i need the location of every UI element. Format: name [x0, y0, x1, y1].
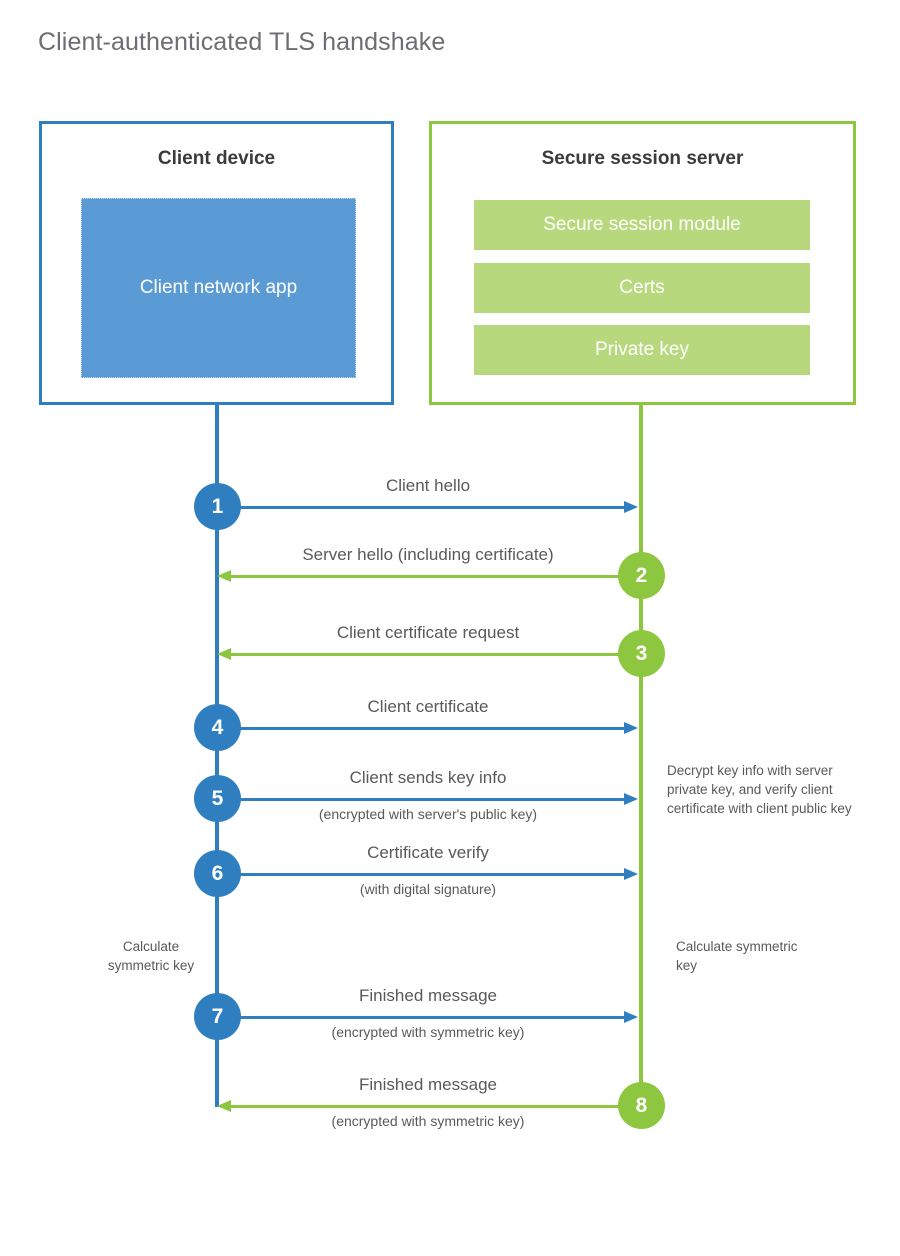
arrow-line-7 — [217, 1016, 624, 1019]
client-device-box: Client device Client network app — [39, 121, 394, 405]
arrow-head-right-icon — [624, 722, 638, 734]
arrow-head-right-icon — [624, 793, 638, 805]
message-label-8: Finished message — [359, 1075, 497, 1094]
arrow-head-right-icon — [624, 1011, 638, 1023]
arrow-head-right-icon — [624, 868, 638, 880]
step-circle-7[interactable]: 7 — [194, 993, 241, 1040]
secure-session-server-title: Secure session server — [541, 148, 744, 169]
arrow-line-8 — [231, 1105, 641, 1108]
message-label-5: Client sends key info — [349, 768, 507, 787]
decrypt-key-info-note: Decrypt key info with server private key… — [667, 763, 852, 817]
message-sublabel-7: (encrypted with symmetric key) — [331, 1024, 525, 1040]
message-sublabel-8: (encrypted with symmetric key) — [331, 1113, 525, 1129]
step-circle-2[interactable]: 2 — [618, 552, 665, 599]
arrow-head-right-icon — [624, 501, 638, 513]
server-bar-certs: Certs — [474, 263, 810, 313]
step-circle-4[interactable]: 4 — [194, 704, 241, 751]
step-circle-8[interactable]: 8 — [618, 1082, 665, 1129]
server-bar-secure-session-module: Secure session module — [474, 200, 810, 250]
message-sublabel-6: (with digital signature) — [359, 881, 497, 897]
arrow-line-6 — [217, 873, 624, 876]
arrow-line-3 — [231, 653, 641, 656]
arrow-head-left-icon — [217, 570, 231, 582]
step-circle-3[interactable]: 3 — [618, 630, 665, 677]
message-label-6: Certificate verify — [367, 843, 489, 862]
client-device-title: Client device — [157, 148, 276, 169]
message-label-2: Server hello (including certificate) — [302, 545, 554, 564]
message-label-3: Client certificate request — [336, 623, 520, 642]
page-title: Client-authenticated TLS handshake — [38, 28, 446, 56]
server-lifeline — [639, 405, 643, 1105]
step-circle-1[interactable]: 1 — [194, 483, 241, 530]
arrow-line-2 — [231, 575, 641, 578]
message-label-4: Client certificate — [367, 697, 489, 716]
server-bar-private-key: Private key — [474, 325, 810, 375]
arrow-head-left-icon — [217, 648, 231, 660]
secure-session-server-box: Secure session server Secure session mod… — [429, 121, 856, 405]
arrow-line-1 — [217, 506, 624, 509]
calculate-symmetric-key-client-note: Calculate symmetric key — [107, 939, 195, 974]
arrow-head-left-icon — [217, 1100, 231, 1112]
calculate-symmetric-key-server-note: Calculate symmetric key — [676, 939, 798, 974]
arrow-line-5 — [217, 798, 624, 801]
step-circle-6[interactable]: 6 — [194, 850, 241, 897]
client-lifeline — [215, 405, 219, 1107]
arrow-line-4 — [217, 727, 624, 730]
client-network-app-block: Client network app — [81, 198, 356, 378]
message-label-1: Client hello — [385, 476, 471, 495]
step-circle-5[interactable]: 5 — [194, 775, 241, 822]
message-label-7: Finished message — [359, 986, 497, 1005]
message-sublabel-5: (encrypted with server's public key) — [318, 806, 538, 822]
